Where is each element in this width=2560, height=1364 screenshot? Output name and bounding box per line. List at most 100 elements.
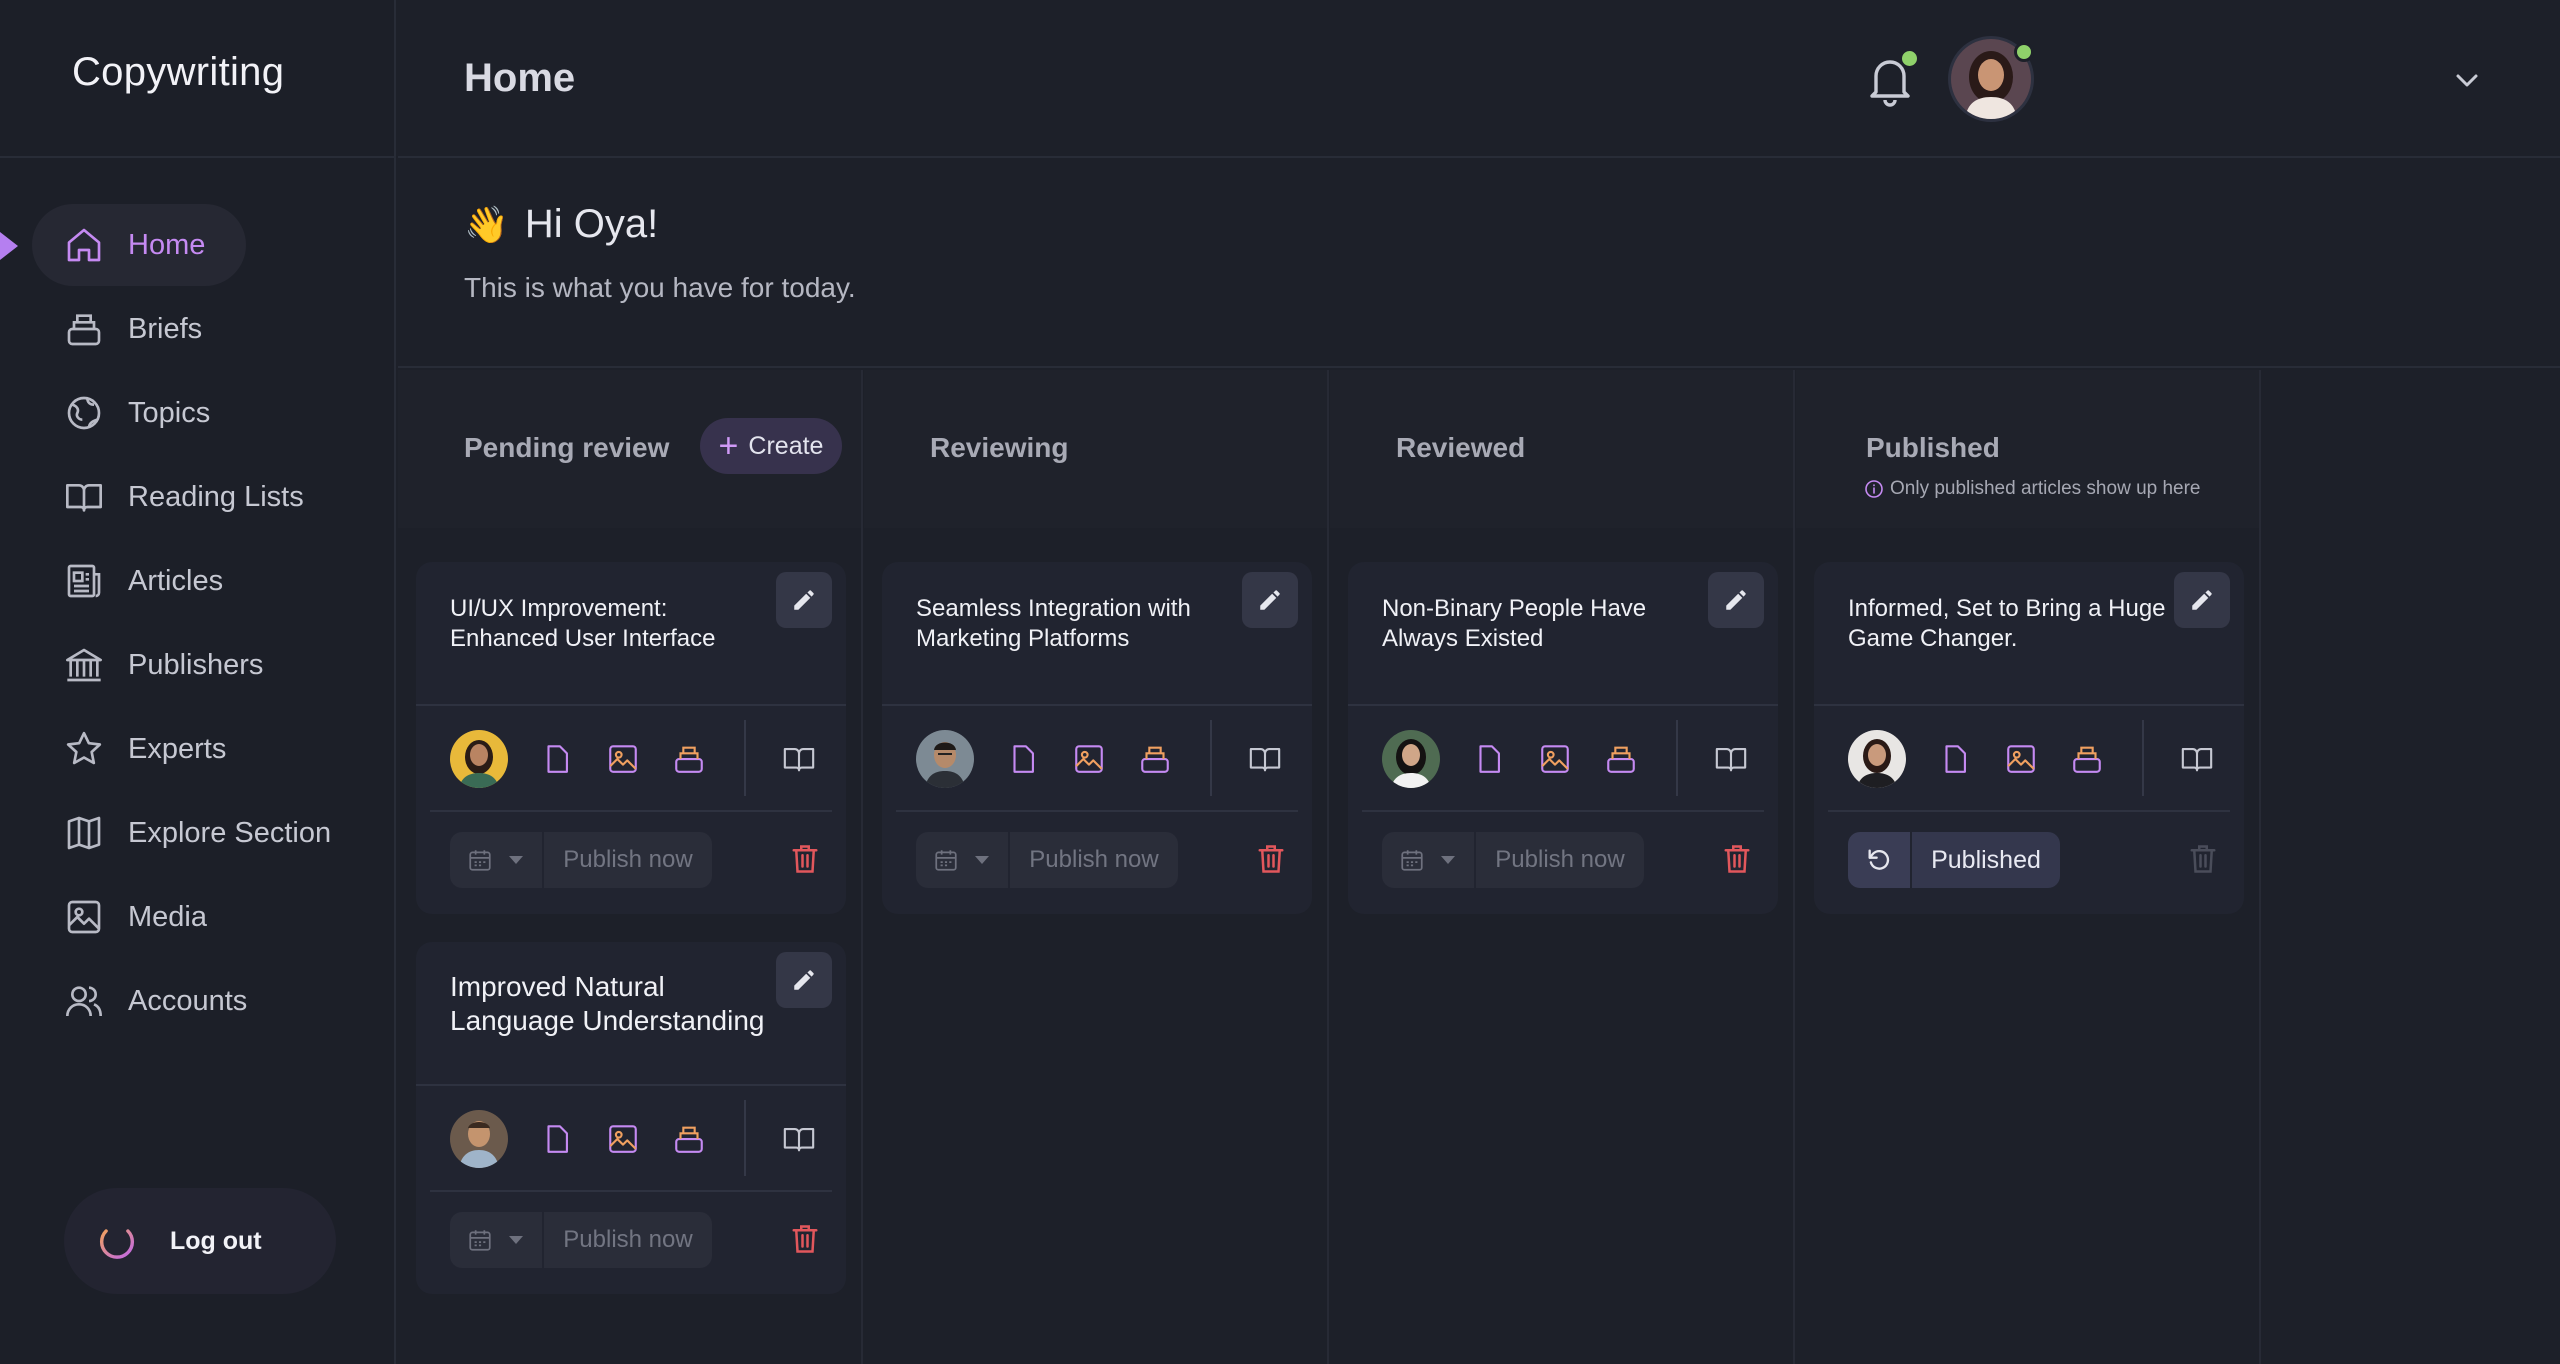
map-icon	[64, 813, 104, 853]
publish-now-button[interactable]: Publish now	[1010, 832, 1178, 888]
info-icon	[1865, 480, 1883, 498]
stack-icon	[64, 309, 104, 349]
card-divider	[1362, 810, 1764, 812]
card-title: Non-Binary People Have Always Existed	[1382, 595, 1647, 652]
column-title: Reviewing	[930, 432, 1069, 463]
column-header: Published Only published articles show u…	[1796, 370, 2259, 528]
image-icon[interactable]	[604, 1120, 642, 1158]
trash-icon[interactable]	[1252, 838, 1290, 880]
trash-icon[interactable]	[2184, 838, 2222, 880]
book-icon[interactable]	[1712, 740, 1750, 778]
trash-icon[interactable]	[1718, 838, 1756, 880]
chevron-down-icon[interactable]	[2452, 68, 2482, 92]
image-icon[interactable]	[604, 740, 642, 778]
publish-now-button[interactable]: Publish now	[544, 832, 712, 888]
publish-now-button[interactable]: Publish now	[1476, 832, 1644, 888]
waving-hand-icon: 👋	[464, 203, 509, 245]
image-icon[interactable]	[2002, 740, 2040, 778]
logout-button[interactable]: Log out	[64, 1188, 336, 1294]
pencil-icon	[794, 590, 814, 610]
article-card[interactable]: Informed, Set to Bring a Huge Game Chang…	[1814, 562, 2244, 914]
schedule-date-dropdown[interactable]	[450, 1212, 542, 1268]
stack-icon[interactable]	[2068, 740, 2106, 778]
article-card[interactable]: Improved Natural Language Understanding	[416, 942, 846, 1294]
book-icon[interactable]	[2178, 740, 2216, 778]
sidebar-item-label: Media	[128, 900, 207, 933]
article-card[interactable]: Seamless Integration with Marketing Plat…	[882, 562, 1312, 914]
unpublish-button[interactable]	[1848, 832, 1910, 888]
calendar-icon	[469, 1230, 491, 1251]
book-icon[interactable]	[780, 1120, 818, 1158]
document-icon[interactable]	[538, 740, 576, 778]
sidebar-item-media[interactable]: Media	[32, 876, 246, 958]
author-avatar[interactable]	[1382, 730, 1440, 788]
column-note: Only published articles show up here	[1864, 478, 2201, 500]
notification-dot	[1902, 51, 1917, 66]
edit-button[interactable]	[776, 952, 832, 1008]
sidebar-item-reading-lists[interactable]: Reading Lists	[32, 456, 304, 538]
stack-icon[interactable]	[1602, 740, 1640, 778]
online-status-dot	[2014, 42, 2034, 62]
caret-down-icon	[975, 856, 989, 864]
column-body: Non-Binary People Have Always Existed	[1330, 528, 1793, 1364]
sidebar-item-experts[interactable]: Experts	[32, 708, 246, 790]
sidebar-item-accounts[interactable]: Accounts	[32, 960, 248, 1042]
document-icon[interactable]	[1470, 740, 1508, 778]
author-avatar[interactable]	[1848, 730, 1906, 788]
edit-button[interactable]	[2174, 572, 2230, 628]
edit-button[interactable]	[1242, 572, 1298, 628]
author-avatar[interactable]	[916, 730, 974, 788]
schedule-date-dropdown[interactable]	[1382, 832, 1474, 888]
author-avatar[interactable]	[450, 730, 508, 788]
author-avatar[interactable]	[450, 1110, 508, 1168]
bell-icon[interactable]	[1866, 52, 1914, 108]
sidebar-item-publishers[interactable]: Publishers	[32, 624, 263, 706]
greeting-section: 👋 Hi Oya! This is what you have for toda…	[398, 158, 2560, 368]
edit-button[interactable]	[776, 572, 832, 628]
sidebar-item-explore-section[interactable]: Explore Section	[32, 792, 331, 874]
document-icon[interactable]	[1004, 740, 1042, 778]
sidebar-item-home[interactable]: Home	[32, 204, 246, 286]
brand-logo[interactable]: Copywriting	[72, 50, 285, 94]
top-bar: Home	[398, 0, 2560, 158]
sidebar-item-label: Briefs	[128, 312, 203, 345]
column-header: Reviewing	[864, 370, 1327, 528]
trash-icon[interactable]	[786, 838, 824, 880]
stack-icon[interactable]	[670, 1120, 708, 1158]
create-button[interactable]: + Create	[700, 418, 842, 474]
sidebar-item-articles[interactable]: Articles	[32, 540, 246, 622]
user-avatar[interactable]	[1948, 36, 2034, 122]
image-icon[interactable]	[1536, 740, 1574, 778]
trash-icon[interactable]	[786, 1218, 824, 1260]
card-divider	[1814, 704, 2244, 706]
image-icon[interactable]	[1070, 740, 1108, 778]
schedule-date-dropdown[interactable]	[916, 832, 1008, 888]
page-title: Home	[464, 56, 576, 100]
globe-icon	[64, 393, 104, 433]
book-icon[interactable]	[1246, 740, 1284, 778]
article-card[interactable]: Non-Binary People Have Always Existed	[1348, 562, 1778, 914]
edit-button[interactable]	[1708, 572, 1764, 628]
column-title: Published	[1866, 432, 2000, 463]
book-icon[interactable]	[780, 740, 818, 778]
sidebar-item-label: Accounts	[128, 984, 248, 1017]
column-body: UI/UX Improvement: Enhanced User Interfa…	[398, 528, 861, 1364]
stack-icon[interactable]	[670, 740, 708, 778]
stack-icon[interactable]	[1136, 740, 1174, 778]
card-title: Informed, Set to Bring a Huge Game Chang…	[1848, 595, 2166, 652]
column-reviewing: Reviewing Seamless Integration with Mark…	[864, 370, 1329, 1364]
document-icon[interactable]	[1936, 740, 1974, 778]
sidebar-item-label: Articles	[128, 564, 224, 597]
publish-now-button[interactable]: Publish now	[544, 1212, 712, 1268]
power-icon	[94, 1218, 140, 1264]
column-note-text: Only published articles show up here	[1890, 478, 2201, 499]
sidebar-item-topics[interactable]: Topics	[32, 372, 246, 454]
schedule-date-dropdown[interactable]	[450, 832, 542, 888]
document-icon[interactable]	[538, 1120, 576, 1158]
users-icon	[64, 981, 104, 1021]
sidebar-item-briefs[interactable]: Briefs	[32, 288, 246, 370]
calendar-icon	[935, 850, 957, 871]
article-card[interactable]: UI/UX Improvement: Enhanced User Interfa…	[416, 562, 846, 914]
published-status-button[interactable]: Published	[1912, 832, 2060, 888]
create-label: Create	[748, 431, 824, 460]
